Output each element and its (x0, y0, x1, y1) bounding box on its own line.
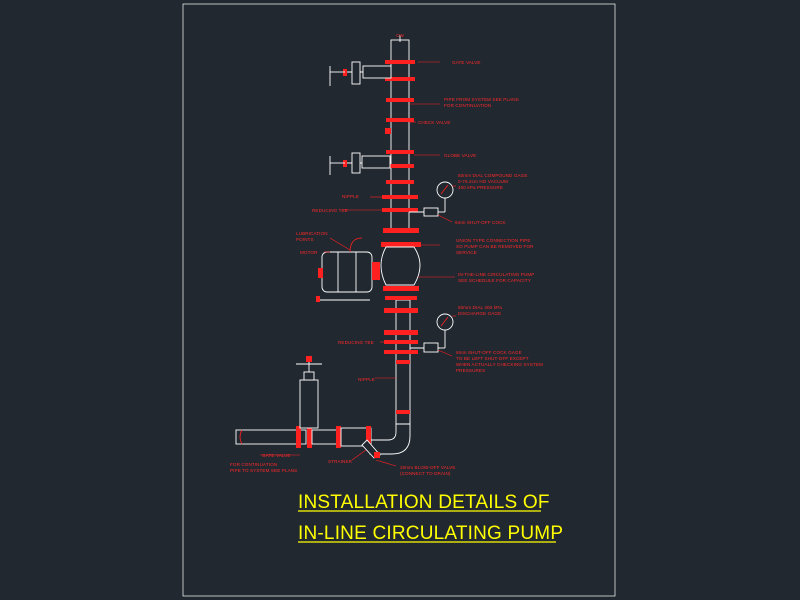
discharge-gauge-label-2: DISCHARGE GAGE (458, 311, 501, 316)
union-label-1: UNION TYPE CONNECTION PIPE (456, 238, 531, 243)
sheet-border (182, 3, 616, 597)
continuation-label-1: FOR CONTINUATION (230, 462, 277, 467)
shutoff-cock-bottom-label-2: TO BE LEFT SHUT-OFF EXCEPT (456, 356, 529, 361)
shutoff-cock-bottom-label-1: 6mm SHUT-OFF COCK GAGE (456, 350, 522, 355)
reducing-tee-bottom-label: REDUCING TEE (338, 340, 374, 345)
union-label-2: SO PUMP CAN BE REMOVED FOR (456, 244, 534, 249)
compound-gauge-label-3: 400 kPa PRESSURE (458, 185, 503, 190)
title-line-1: INSTALLATION DETAILS OF (298, 492, 550, 513)
compound-gauge-label-1: 50mm DIAL COMPOUND GAGE (458, 173, 528, 178)
shutoff-cock-bottom-label-3: WHEN ACTUALLY CHECKING SYSTEM (456, 362, 543, 367)
blowoff-label-1: 20mm BLOW-OFF VALVE (400, 465, 456, 470)
lubrication-label-1: LUBRICATION (296, 231, 328, 236)
shutoff-cock-bottom-label-4: PRESSURES (456, 368, 485, 373)
compound-gauge-assembly (382, 181, 454, 217)
strainer (361, 439, 381, 459)
lubrication-label-2: POINTS (296, 237, 314, 242)
discharge-gauge-label-1: 50mm DIAL 400 kPa (458, 305, 502, 310)
inline-pump-label-2: SEE SCHEDULE FOR CAPACITY (458, 278, 531, 283)
continuation-label-2: PIPE TO SYSTEM SEE PLANS (230, 468, 297, 473)
union-label-3: SERVICE (456, 250, 477, 255)
globe-valve-label: GLOBE VALVE (444, 153, 476, 158)
check-valve (385, 98, 414, 134)
title-line-2: IN-LINE CIRCULATING PUMP (298, 523, 563, 544)
nipple-top-label: NIPPLE (342, 194, 359, 199)
compound-gauge-label-2: 0-76.2cm HG VACUUM (458, 179, 508, 184)
reducing-tee-top-label: REDUCING TEE (312, 208, 348, 213)
strainer-label: STRAINER (328, 459, 353, 464)
globe-valve (329, 150, 414, 184)
shutoff-cock-top-label: 6mm SHUT-OFF COCK (455, 220, 507, 225)
gate-valve-bottom (296, 356, 322, 429)
top-marker-label: CW (396, 33, 404, 38)
motor-label: MOTOR (300, 250, 318, 255)
inline-pump (380, 228, 421, 300)
inline-pump-label-1: IN-THE-LINE CIRCULATING PUMP (458, 272, 534, 277)
gate-valve-top (329, 60, 415, 86)
check-valve-label: CHECK VALVE (418, 120, 451, 125)
pump-motor (316, 237, 380, 302)
gate-valve-bottom-label: GATE VALVE (262, 453, 291, 458)
leader-lines (260, 61, 456, 467)
blowoff-label-2: (CONNECT TO DRAIN) (400, 471, 451, 476)
pipe-from-system-label-2: FOR CONTINUATION (444, 103, 491, 108)
pipe-from-system-label-1: PIPE FROM SYSTEM SEE PLANS (444, 97, 519, 102)
discharge-gauge-assembly (384, 308, 454, 414)
gate-valve-top-label: GATE VALVE (452, 60, 481, 65)
nipple-bottom-label: NIPPLE (358, 377, 375, 382)
bottom-horizontal-pipe (235, 423, 411, 455)
